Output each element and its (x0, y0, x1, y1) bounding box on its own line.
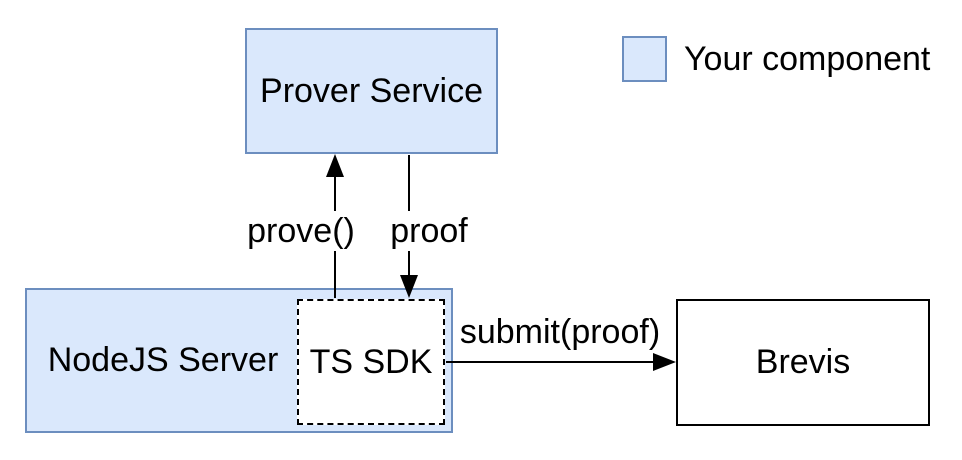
ts-sdk-label: TS SDK (309, 342, 433, 381)
nodejs-server-label-wrap: NodeJS Server (27, 290, 299, 431)
edge-label-submit: submit(proof) (456, 312, 664, 352)
nodejs-server-label: NodeJS Server (47, 341, 279, 380)
edge-label-proof: proof (387, 211, 471, 251)
brevis-label: Brevis (755, 343, 851, 382)
arrow-submit-right (446, 353, 676, 371)
ts-sdk-node: TS SDK (297, 299, 445, 425)
edge-label-prove: prove() (244, 211, 358, 251)
prover-service-node: Prover Service (245, 28, 498, 154)
legend: Your component (622, 36, 930, 82)
prover-service-label: Prover Service (260, 71, 483, 110)
legend-label: Your component (684, 40, 931, 78)
legend-component-swatch (622, 36, 667, 82)
brevis-node: Brevis (676, 299, 930, 426)
